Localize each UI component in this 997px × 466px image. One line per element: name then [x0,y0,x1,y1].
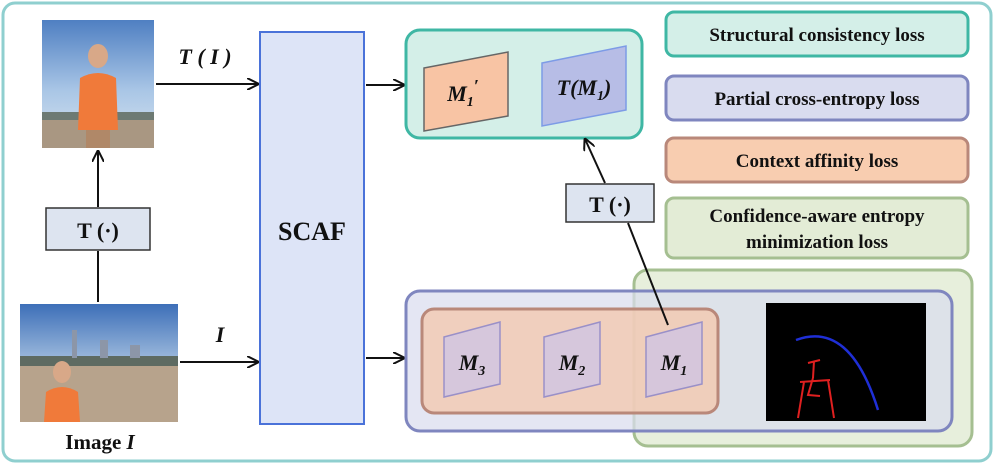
legend-structural [664,10,970,58]
transformed-image-thumbnail [42,20,154,148]
legend-structural-label: Structural consistency loss [709,25,924,46]
scaf-label: SCAF [278,217,346,246]
transform-box-left [45,207,151,251]
legend-partial-ce [664,74,970,122]
scribble-annotation-image [766,303,926,421]
legend-confidence [664,196,970,260]
transform-box-right [565,183,655,223]
input-arrow-label: I [215,322,226,347]
mask-t-m1-label: T(M1) [557,75,612,104]
mask-m3 [443,321,501,398]
legend-confidence-label-line1: Confidence-aware entropy [709,206,925,227]
input-image-thumbnail [20,304,178,422]
legend: Structural consistency loss Partial cros… [664,10,970,260]
arrow-transform-to-t-m1 [585,139,606,184]
mask-m2 [543,321,601,398]
image-caption: Image I [65,430,135,454]
transform-box-right-label: T (·) [589,192,631,217]
legend-context-affinity [664,136,970,184]
mask-m1-label: M1 [660,350,688,379]
scaf-block [259,31,365,425]
transform-box-left-label: T (·) [77,218,119,243]
legend-context-affinity-label: Context affinity loss [736,151,899,172]
legend-partial-ce-label: Partial cross-entropy loss [714,89,919,110]
arrow-m1-to-transform [627,222,669,326]
mask-t-m1 [541,45,627,127]
legend-confidence-label-line2: minimization loss [746,232,888,253]
mask-m1-prime-label: M1′ [446,76,479,110]
mask-m1 [645,321,703,398]
transformed-image-label: T ( I ) [178,44,231,69]
mask-m2-label: M2 [558,350,586,379]
mask-m3-label: M3 [458,350,486,379]
mask-m1-prime [423,51,509,132]
